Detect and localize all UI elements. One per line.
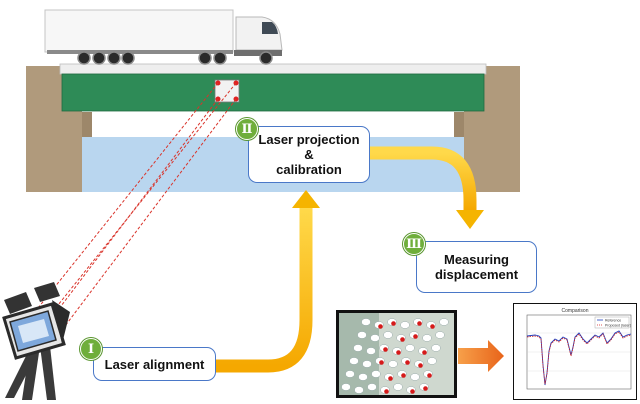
photo-marker xyxy=(393,383,403,391)
photo-laser-dot xyxy=(413,334,418,339)
photo-marker xyxy=(435,331,445,339)
photo-marker xyxy=(354,386,364,394)
photo-marker xyxy=(366,347,376,355)
photo-laser-dot xyxy=(383,347,388,352)
laser-beams xyxy=(29,82,237,331)
flow-arrow-2 xyxy=(370,146,477,210)
bridge-girder xyxy=(61,73,485,112)
photo-marker xyxy=(353,344,363,352)
photo-marker xyxy=(388,360,398,368)
step-3-line-2: displacement xyxy=(434,267,519,282)
step-2-box: Laser projection & calibration xyxy=(248,126,370,183)
photo-laser-dot xyxy=(427,373,432,378)
legend-label-proposed: Proposed (laser) xyxy=(605,324,631,328)
step-3-line-1: Measuring xyxy=(443,252,509,267)
laser-target-plate xyxy=(214,79,240,103)
photo-laser-dot xyxy=(378,324,383,329)
photo-marker xyxy=(361,318,371,326)
photo-marker xyxy=(431,344,441,352)
step-1-box: Laser alignment xyxy=(93,347,216,381)
step-2-line-2: & xyxy=(304,147,314,162)
photo-laser-dot xyxy=(401,373,406,378)
step-2-line-1: Laser projection xyxy=(258,132,360,147)
laser-device xyxy=(2,282,70,400)
truck-trailer xyxy=(44,9,234,53)
graph-title: Comparison xyxy=(562,308,589,314)
photo-laser-dot xyxy=(422,350,427,355)
camera-image xyxy=(336,310,457,398)
photo-laser-dot xyxy=(391,321,396,326)
photo-laser-dot xyxy=(400,337,405,342)
result-arrow xyxy=(458,340,504,372)
photo-marker xyxy=(362,360,372,368)
photo-marker xyxy=(371,370,381,378)
photo-laser-dot xyxy=(410,389,415,394)
result-graph: Comparison Reference Proposed (laser) xyxy=(513,303,637,400)
step-3-box: Measuring displacement xyxy=(416,241,537,293)
step-3-badge: Ⅲ xyxy=(403,233,425,255)
photo-marker xyxy=(400,321,410,329)
photo-laser-dot xyxy=(430,324,435,329)
photo-marker xyxy=(367,383,377,391)
photo-marker xyxy=(345,370,355,378)
photo-marker xyxy=(357,331,367,339)
photo-marker xyxy=(410,373,420,381)
photo-laser-dot xyxy=(384,389,389,394)
photo-marker xyxy=(422,334,432,342)
series-reference-line xyxy=(526,330,632,386)
photo-laser-dot xyxy=(379,360,384,365)
legend-label-reference: Reference xyxy=(605,319,621,323)
photo-laser-dot xyxy=(388,376,393,381)
series-proposed-line xyxy=(526,331,632,385)
flow-arrow-1 xyxy=(215,208,313,373)
bridge-road-surface xyxy=(59,63,487,75)
photo-marker xyxy=(405,344,415,352)
photo-marker xyxy=(341,383,351,391)
photo-marker xyxy=(439,318,449,326)
step-2-badge: Ⅱ xyxy=(236,118,258,140)
step-1-badge: Ⅰ xyxy=(80,338,102,360)
photo-marker xyxy=(383,331,393,339)
photo-laser-dot xyxy=(396,350,401,355)
step-1-label: Laser alignment xyxy=(104,356,205,372)
photo-laser-dot xyxy=(418,363,423,368)
photo-marker xyxy=(349,357,359,365)
photo-marker xyxy=(427,357,437,365)
photo-laser-dot xyxy=(417,321,422,326)
photo-laser-dot xyxy=(405,360,410,365)
truck xyxy=(44,9,283,65)
photo-marker xyxy=(358,373,368,381)
photo-marker xyxy=(370,334,380,342)
photo-laser-dot xyxy=(423,386,428,391)
step-2-line-3: calibration xyxy=(276,162,342,177)
